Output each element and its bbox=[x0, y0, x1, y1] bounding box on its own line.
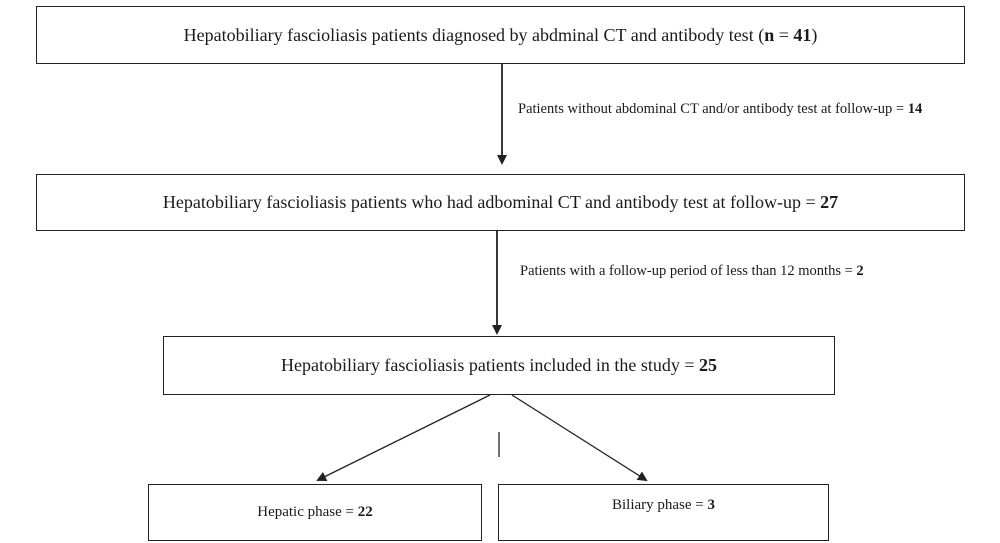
box-biliary: Biliary phase = 3 bbox=[498, 484, 829, 541]
box-diagnosed-n-label: n bbox=[764, 24, 775, 45]
box-diagnosed: Hepatobiliary fascioliasis patients diag… bbox=[36, 6, 965, 64]
box-hepatic-text: Hepatic phase = 22 bbox=[257, 504, 373, 520]
box-included: Hepatobiliary fascioliasis patients incl… bbox=[163, 336, 835, 395]
note-excluded-short-followup-count: 2 bbox=[856, 263, 864, 279]
box-included-count: 25 bbox=[699, 355, 718, 375]
box-biliary-text: Biliary phase = 3 bbox=[611, 497, 716, 513]
arrow-included-to-biliary bbox=[511, 394, 648, 482]
box-hepatic-count: 22 bbox=[357, 504, 373, 520]
note-excluded-short-followup: Patients with a follow-up period of less… bbox=[520, 263, 864, 279]
box-included-text: Hepatobiliary fascioliasis patients incl… bbox=[280, 355, 718, 375]
arrow-included-to-hepatic bbox=[316, 394, 491, 481]
note-excluded-no-ct-count: 14 bbox=[907, 101, 923, 117]
box-followup: Hepatobiliary fascioliasis patients who … bbox=[36, 174, 965, 231]
box-followup-text: Hepatobiliary fascioliasis patients who … bbox=[162, 192, 839, 212]
box-hepatic: Hepatic phase = 22 bbox=[148, 484, 482, 541]
box-diagnosed-text: Hepatobiliary fascioliasis patients diag… bbox=[183, 24, 818, 45]
note-excluded-no-ct: Patients without abdominal CT and/or ant… bbox=[518, 101, 923, 117]
box-followup-count: 27 bbox=[820, 192, 839, 212]
box-diagnosed-count: 41 bbox=[793, 24, 812, 45]
box-biliary-count: 3 bbox=[707, 497, 716, 513]
